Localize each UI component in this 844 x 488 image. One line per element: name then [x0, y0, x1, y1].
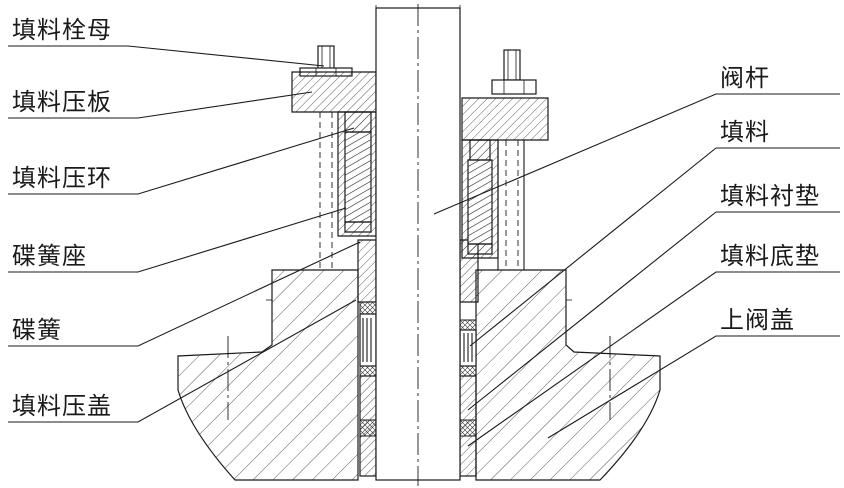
labels: 填料栓母 填料压板 填料压环 碟簧座 碟簧 填料压盖 阀杆 填料 填料衬垫 填料…: [12, 16, 820, 420]
disc-spring-assembly: [337, 111, 499, 259]
upper-bonnet-section: [177, 269, 661, 481]
label-packing-liner: 填料衬垫: [720, 182, 820, 210]
label-packing: 填料: [720, 118, 770, 146]
packing-rings-left: [362, 318, 372, 362]
label-packing-press-ring: 填料压环: [12, 164, 112, 192]
label-packing-bottom-gasket: 填料底垫: [720, 242, 820, 270]
leaders-right: [433, 93, 840, 447]
packing-gland-plate-section: [291, 71, 549, 141]
leaders-left: [8, 45, 361, 423]
studs: [317, 45, 525, 270]
label-disc-spring-seat: 碟簧座: [12, 242, 87, 270]
label-valve-stem: 阀杆: [720, 64, 770, 92]
label-packing-nut: 填料栓母: [12, 16, 112, 44]
label-upper-bonnet: 上阀盖: [720, 306, 795, 334]
valve-stem-section: [375, 4, 461, 486]
label-packing-gland-plate: 填料压板: [12, 88, 112, 116]
label-disc-spring: 碟簧: [12, 316, 62, 344]
label-packing-gland: 填料压盖: [12, 392, 112, 420]
